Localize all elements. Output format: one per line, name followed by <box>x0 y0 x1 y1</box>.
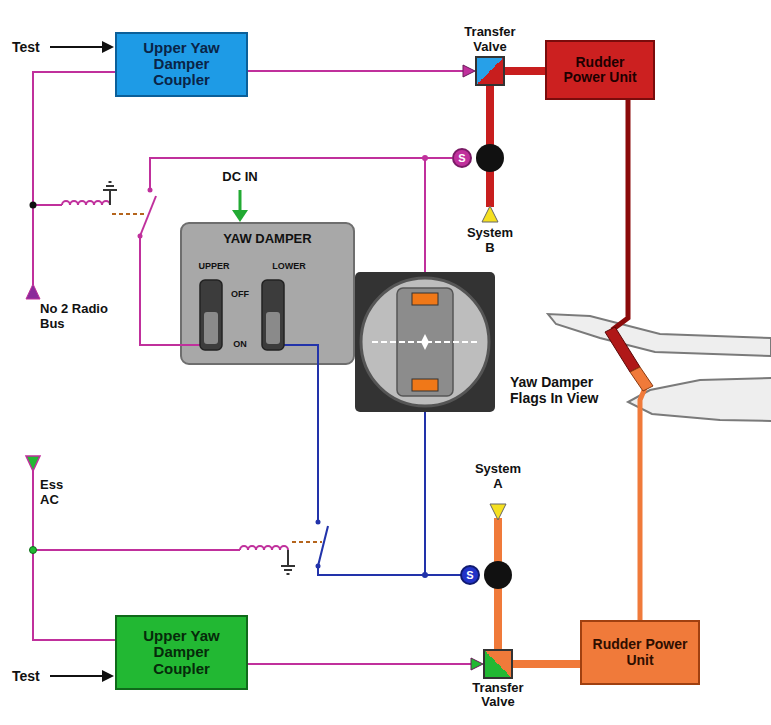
box-text: Rudder Power Unit <box>555 55 645 85</box>
switch-position: ON <box>224 340 256 350</box>
transfer-valve: Transfer Valve <box>475 56 505 86</box>
yaw-damper-panel: YAW DAMPER UPPER LOWER OFF ON <box>180 222 355 365</box>
hydraulic-source-label: System A <box>471 462 525 492</box>
junction-dot <box>30 202 37 209</box>
arrowhead <box>471 658 483 670</box>
power-input-label: DC IN <box>212 170 268 185</box>
junction-dot <box>422 155 428 161</box>
dc-in-arrowhead <box>232 210 248 222</box>
instrument-dial <box>361 278 489 406</box>
circle-text: S <box>458 153 465 164</box>
signal-wire <box>248 663 474 665</box>
solenoid-label-circle: S <box>452 148 472 168</box>
panel-title: YAW DAMPER <box>180 232 355 246</box>
hydraulic-source-label: System B <box>463 226 517 256</box>
power-bus-label: Ess AC <box>40 478 74 508</box>
coupler-box: Upper Yaw Damper Coupler <box>115 615 248 690</box>
yaw-damper-flag <box>412 379 438 391</box>
solenoid-valve <box>476 144 504 172</box>
rudder-link-upper <box>612 100 628 330</box>
coupler-box: Upper Yaw Damper Coupler <box>115 32 248 97</box>
yaw-damper-flag <box>412 293 438 305</box>
text-block: Rudder Power Unit <box>555 55 645 85</box>
text-block: Rudder Power Unit <box>590 637 690 667</box>
box-text: Upper Yaw Damper Coupler <box>124 40 239 89</box>
switch-pivot <box>316 564 321 569</box>
stabilizer-outline <box>548 314 771 356</box>
box-text: Upper Yaw Damper Coupler <box>124 628 239 677</box>
system-a-arrow <box>490 504 506 520</box>
rudder-link-lower <box>640 388 645 620</box>
test-arrow <box>50 675 104 677</box>
relay-linkage <box>292 541 322 543</box>
switch-pivot <box>138 234 143 239</box>
solenoid-valve <box>484 561 512 589</box>
switch-contact <box>316 520 321 525</box>
hydraulic-line <box>513 660 580 668</box>
test-input-label: Test <box>12 39 57 55</box>
circle-text: S <box>466 570 473 581</box>
solenoid-label-circle: S <box>460 565 480 585</box>
test-arrowhead <box>102 670 114 682</box>
junction-dot <box>422 572 428 578</box>
dc-in-arrow <box>239 190 242 212</box>
text-block: Upper Yaw Damper Coupler <box>124 628 239 677</box>
hydraulic-line <box>505 67 545 75</box>
relay-linkage <box>112 213 147 215</box>
bus-arrow <box>26 456 40 471</box>
switch-position: OFF <box>224 290 256 300</box>
test-arrowhead <box>102 41 114 53</box>
valve-label: Transfer Valve <box>462 681 534 710</box>
switch-contact <box>148 188 153 193</box>
switch-label: LOWER <box>264 262 314 272</box>
box-text: Rudder Power Unit <box>590 637 690 667</box>
rudder-upper <box>605 327 640 372</box>
rudder-lower <box>630 367 653 391</box>
junction-dot <box>30 547 37 554</box>
indicator-note: Yaw Damper Flags In View <box>510 374 616 406</box>
system-b-arrow <box>482 206 498 222</box>
bus-arrow <box>26 284 40 299</box>
instrument-pointer <box>421 342 429 350</box>
instrument-case <box>355 272 495 412</box>
transfer-valve: Transfer Valve <box>483 649 513 679</box>
valve-label: Transfer Valve <box>454 25 526 54</box>
test-arrow <box>50 46 104 48</box>
instrument-pointer <box>421 334 429 342</box>
rudder-power-unit: Rudder Power Unit <box>580 620 700 685</box>
arrowhead <box>463 65 475 77</box>
rudder-power-unit: Rudder Power Unit <box>545 40 655 100</box>
power-bus-label: No 2 Radio Bus <box>40 302 122 332</box>
text-block: Upper Yaw Damper Coupler <box>124 40 239 89</box>
signal-wire <box>248 70 466 72</box>
test-input-label: Test <box>12 668 57 684</box>
switch-label: UPPER <box>189 262 239 272</box>
